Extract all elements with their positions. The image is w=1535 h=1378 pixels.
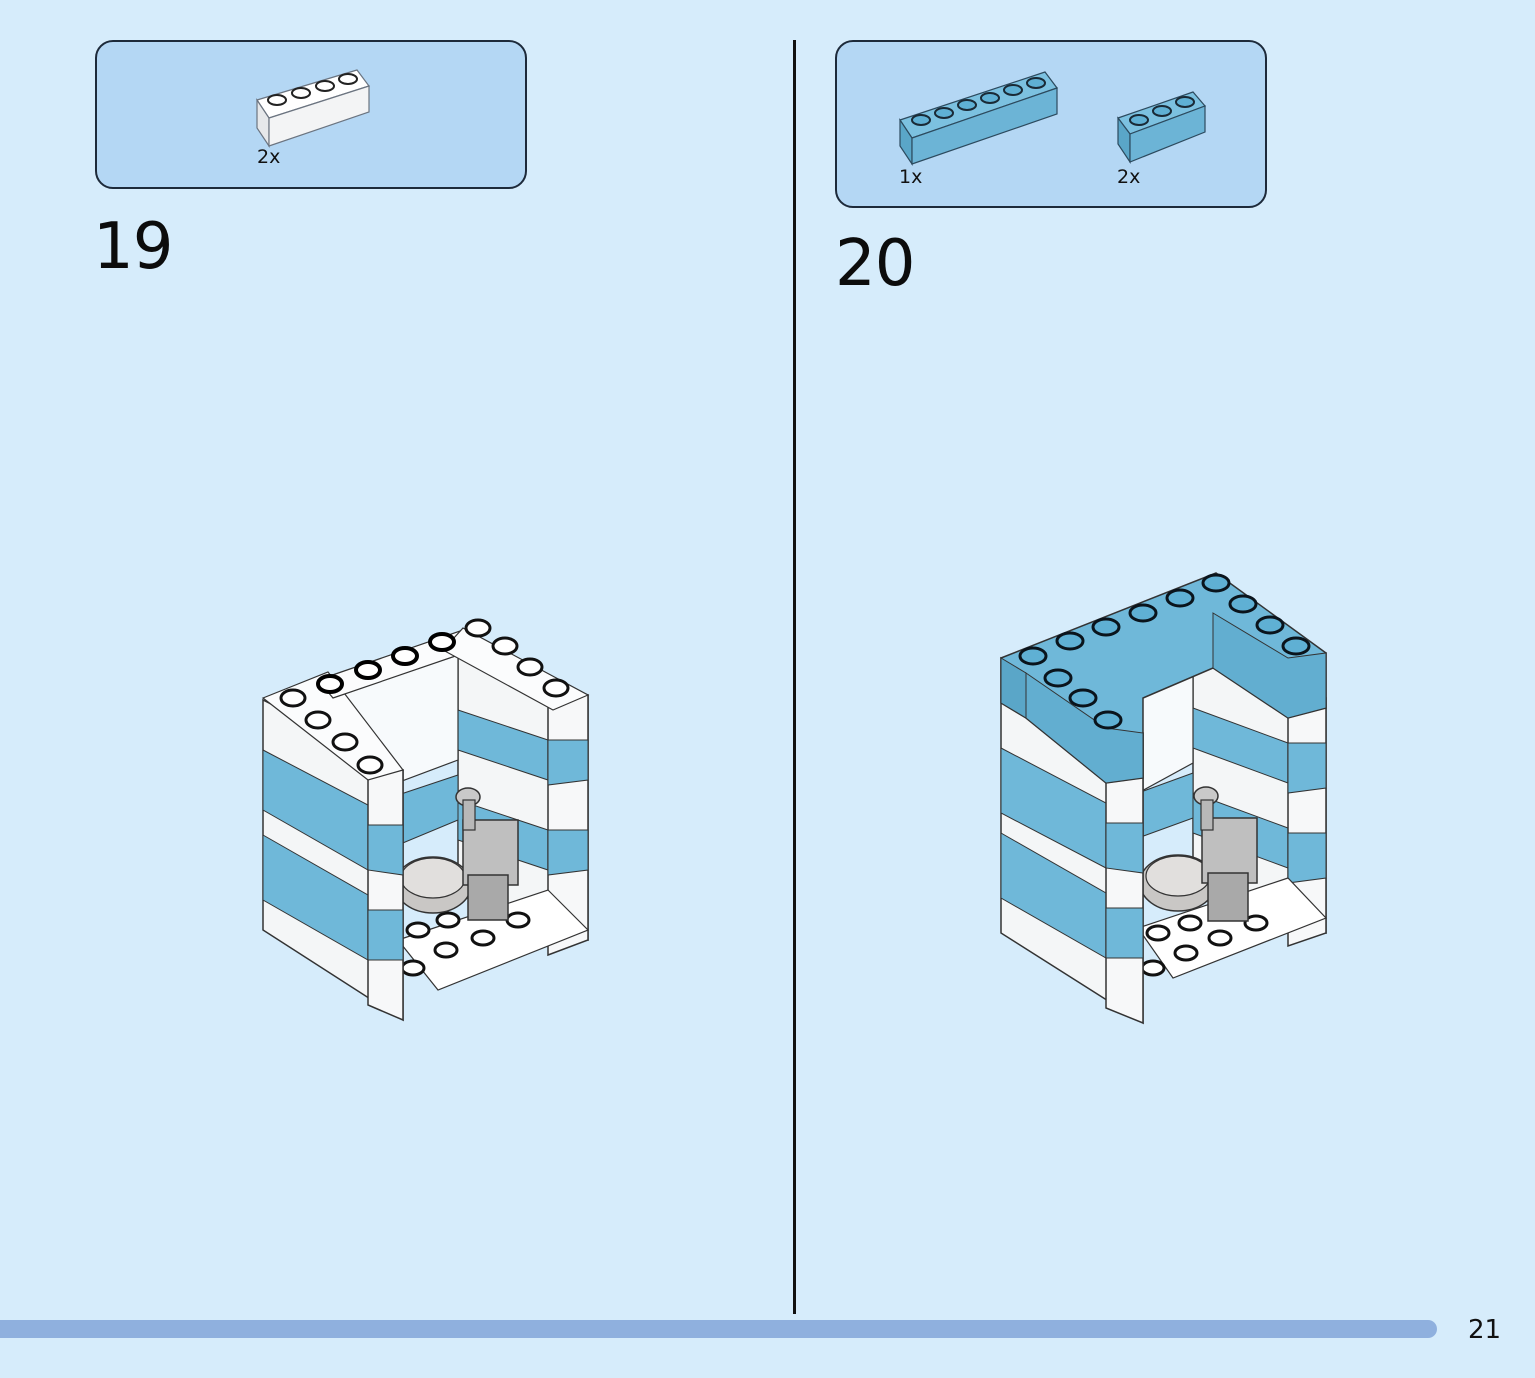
step-number-20: 20 — [835, 227, 915, 301]
part-quantity: 1x — [899, 166, 923, 188]
white-1x4-brick-icon — [256, 69, 370, 148]
part-quantity: 2x — [257, 146, 281, 168]
page-divider — [793, 40, 796, 1314]
blue-1x3-brick-icon — [1117, 91, 1207, 164]
assembly-illustration-step-20 — [1000, 572, 1328, 1025]
blue-1x6-brick-icon — [899, 71, 1058, 166]
page-number: 21 — [1468, 1315, 1502, 1345]
progress-bar — [0, 1320, 1437, 1338]
parts-callout-step-20: 1x 2x — [835, 40, 1267, 208]
assembly-illustration-step-19 — [261, 618, 590, 1022]
step-number-19: 19 — [93, 210, 173, 284]
part-quantity: 2x — [1117, 166, 1141, 188]
parts-callout-step-19: 2x — [95, 40, 527, 189]
